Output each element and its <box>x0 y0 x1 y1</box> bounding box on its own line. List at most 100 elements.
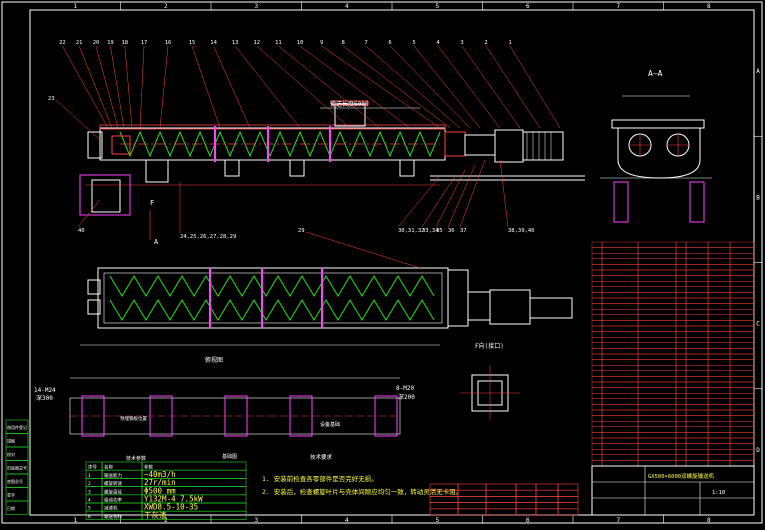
callout-top: 1 <box>508 40 511 46</box>
plan-view: 29 俯视图 <box>80 228 573 364</box>
foundation-left-text: 预埋钢板位置 <box>120 415 147 422</box>
inlet-label: F向(接口) <box>475 342 504 350</box>
section-mark-f1: F <box>150 199 154 207</box>
col-label-bottom: 1 <box>73 517 77 524</box>
col-label-bottom: 8 <box>707 517 711 524</box>
support-3 <box>399 159 415 177</box>
col-label-top: 4 <box>345 3 349 10</box>
callout-bottom: 40 <box>78 228 85 234</box>
margin-label: 日期 <box>7 505 15 511</box>
title-block: GX500×6000双螺旋输送机 1:10 <box>591 465 755 516</box>
drawing-scale: 1:10 <box>712 490 725 496</box>
callout-top: 14 <box>210 40 217 46</box>
screw-flight <box>119 130 441 158</box>
callout-bottom: 38,39,40 <box>508 228 535 234</box>
callout-top: 5 <box>412 40 415 46</box>
tech-cell: 名称 <box>104 464 113 471</box>
callout-top: 13 <box>232 40 239 46</box>
left-bearing <box>87 131 103 159</box>
margin-label: 借用件登记 <box>7 424 27 430</box>
reducer <box>464 134 496 156</box>
callout-top: 21 <box>76 40 83 46</box>
tech-cell: 2 <box>88 481 91 487</box>
callout-top: 9 <box>320 40 323 46</box>
callout-bottom: 33,34 <box>422 228 439 234</box>
col-label-top: 1 <box>73 3 77 10</box>
dim-label: 输送长度6000 <box>330 100 369 108</box>
section-support-right <box>689 181 705 223</box>
tech-cell: 4 <box>88 498 91 504</box>
callout-top: 3 <box>460 40 463 46</box>
col-label-top: 5 <box>435 3 439 10</box>
left-end-plate <box>111 135 131 155</box>
tech-cell: 输送能力 <box>104 472 122 479</box>
row-label: B <box>756 194 760 201</box>
margin-label: 旧底图总号 <box>7 465 27 471</box>
col-label-bottom: 2 <box>164 517 168 524</box>
col-label-top: 3 <box>254 3 258 10</box>
inner-border <box>29 9 755 516</box>
col-label-bottom: 3 <box>254 517 258 524</box>
callout-top: 22 <box>59 40 66 46</box>
callout-bottom: 36 <box>448 228 455 234</box>
plan-trough <box>97 267 449 329</box>
plan-label: 俯视图 <box>205 356 223 364</box>
col-label-bottom: 6 <box>526 517 530 524</box>
col-label-top: 7 <box>616 3 620 10</box>
note-2: 2. 安装后，检查螺旋叶片与壳体间隙应均匀一致，转动灵活无卡阻。 <box>262 487 462 496</box>
callout-top: 2 <box>484 40 487 46</box>
tech-cell: 螺旋直径 <box>104 488 122 495</box>
support-1 <box>224 159 240 177</box>
col-label-bottom: 5 <box>435 517 439 524</box>
drawing-name: GX500×6000双螺旋输送机 <box>648 472 715 480</box>
trough-flange <box>99 124 446 130</box>
callout-top: 20 <box>93 40 100 46</box>
row-label: D <box>756 447 760 454</box>
left-bolt-label: 14-M24 <box>34 387 56 394</box>
callout-top: 7 <box>364 40 367 46</box>
outlet-support-magenta <box>79 174 131 216</box>
margin-label: 签字 <box>7 492 15 498</box>
tech-cell: ~40m3/h <box>144 470 176 479</box>
margin-label: 描图 <box>7 438 15 444</box>
callout-bottom: 30,31,32 <box>398 228 425 234</box>
callout-top: 17 <box>141 40 148 46</box>
tech-cell: 驱动功率 <box>104 497 122 504</box>
row-label: A <box>756 68 760 75</box>
motor <box>522 131 564 161</box>
callout-top: 4 <box>436 40 440 46</box>
coupling <box>444 131 466 157</box>
tech-cell: 参数 <box>144 464 153 471</box>
support-2 <box>289 159 305 177</box>
tech-cell: 3 <box>88 489 91 495</box>
plan-reducer <box>489 289 531 325</box>
tech-cell: 5 <box>88 506 91 512</box>
screw-flight-lower <box>109 299 435 321</box>
callout-top: 12 <box>253 40 260 46</box>
col-label-bottom: 7 <box>616 517 620 524</box>
margin-label: 校对 <box>7 451 15 457</box>
callout-left: 23 <box>48 96 55 102</box>
tech-cell: 减速机 <box>104 505 118 512</box>
tech-cell: 序号 <box>88 464 97 471</box>
note-1: 1. 安装前检查各零部件是否完好无损。 <box>262 474 378 483</box>
tech-cell: 输送物料 <box>104 513 122 520</box>
tech-cell: Y132M-4 7.5kW <box>144 495 203 504</box>
col-label-top: 6 <box>526 3 530 10</box>
plan-drive-frame <box>447 269 469 327</box>
notes-title: 技术要求 <box>310 453 333 461</box>
foundation-footer: 基础图 <box>222 453 237 460</box>
section-title: A—A <box>648 69 663 78</box>
foundation-center-label: 设备基础 <box>320 421 340 428</box>
callout-top: 18 <box>121 40 128 46</box>
right-dim-label: 深200 <box>398 393 415 401</box>
callout-top: 16 <box>165 40 172 46</box>
parts-table <box>591 241 755 467</box>
